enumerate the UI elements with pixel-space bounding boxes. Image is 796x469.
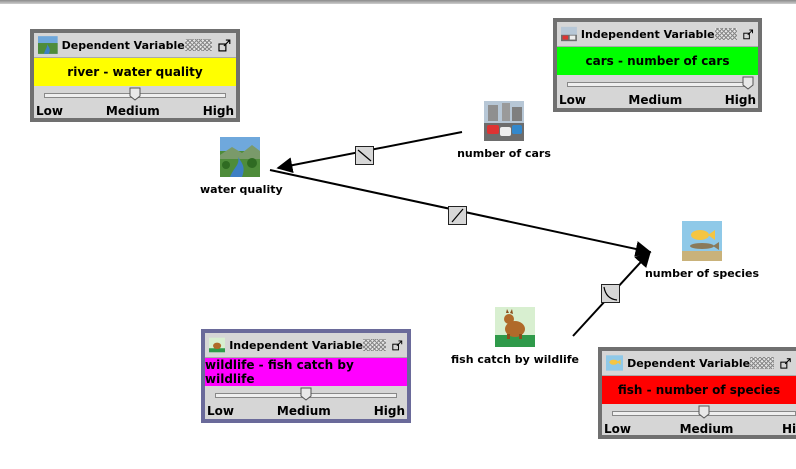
panel-river-water-quality[interactable]: Dependent Variable river - water quality…	[30, 29, 240, 122]
variable-bar: wildlife - fish catch by wildlife	[205, 358, 407, 386]
scale-medium: Medium	[276, 404, 331, 418]
animal-wildlife-icon	[495, 307, 535, 347]
panel-title: Dependent Variable	[627, 356, 751, 370]
river-landscape-icon	[220, 137, 260, 177]
drag-grip[interactable]	[184, 39, 213, 51]
node-number-of-species[interactable]: number of species	[642, 221, 762, 280]
collapse-icon[interactable]	[391, 338, 403, 352]
panel-wildlife-fish-catch[interactable]: Independent Variable wildlife - fish cat…	[201, 329, 411, 423]
panel-header[interactable]: Independent Variable	[557, 22, 758, 47]
variable-bar: fish - number of species	[602, 376, 796, 404]
level-scale: Low Medium High	[34, 104, 236, 120]
fish-icon	[606, 355, 624, 371]
relationship-cars-water[interactable]	[355, 146, 374, 165]
scale-low: Low	[36, 104, 63, 118]
panel-title: Dependent Variable	[61, 38, 185, 52]
variable-name: cars - number of cars	[585, 54, 730, 68]
variable-name: wildlife - fish catch by wildlife	[205, 358, 354, 386]
node-label: water quality	[200, 183, 283, 196]
scale-low: Low	[207, 404, 234, 418]
drag-grip[interactable]	[362, 339, 386, 351]
panel-cars-number-of-cars[interactable]: Independent Variable cars - number of ca…	[553, 18, 762, 112]
panel-fish-number-of-species[interactable]: Dependent Variable fish - number of spec…	[598, 347, 796, 439]
scale-high: High	[781, 422, 796, 436]
scale-medium: Medium	[105, 104, 160, 118]
node-water-quality[interactable]: water quality	[200, 137, 283, 196]
scale-medium: Medium	[679, 422, 734, 436]
node-label: number of species	[644, 267, 760, 280]
node-label: number of cars	[457, 147, 551, 160]
river-landscape-icon	[38, 36, 58, 54]
slider-thumb[interactable]	[698, 405, 710, 419]
panel-header[interactable]: Dependent Variable	[34, 33, 236, 58]
level-scale: Low Medium High	[557, 93, 758, 109]
panel-title: Independent Variable	[229, 338, 363, 352]
scale-low: Low	[604, 422, 631, 436]
level-scale: Low Medium High	[602, 422, 796, 438]
relationship-fishcatch-species[interactable]	[601, 284, 620, 303]
relationship-water-species[interactable]	[448, 206, 467, 225]
increasing-relation-icon	[451, 208, 464, 223]
variable-name: river - water quality	[67, 65, 203, 79]
animal-wildlife-icon	[209, 337, 226, 353]
node-number-of-cars[interactable]: number of cars	[452, 101, 556, 160]
cars-traffic-icon	[484, 101, 524, 141]
level-slider[interactable]	[205, 386, 407, 404]
panel-header[interactable]: Dependent Variable	[602, 351, 796, 376]
cars-traffic-icon	[561, 26, 577, 42]
curved-relation-icon	[603, 286, 618, 301]
variable-bar: river - water quality	[34, 58, 236, 86]
scale-medium: Medium	[628, 93, 683, 107]
variable-bar: cars - number of cars	[557, 47, 758, 75]
scale-high: High	[202, 104, 234, 118]
slider-thumb[interactable]	[129, 87, 141, 101]
level-slider[interactable]	[34, 86, 236, 104]
slider-thumb[interactable]	[742, 76, 754, 90]
window-top-edge	[0, 0, 796, 4]
slider-thumb[interactable]	[300, 387, 312, 401]
panel-header[interactable]: Independent Variable	[205, 333, 407, 358]
variable-name: fish - number of species	[617, 383, 781, 397]
scale-high: High	[724, 93, 756, 107]
panel-title: Independent Variable	[580, 27, 715, 41]
fish-icon	[682, 221, 722, 261]
collapse-icon[interactable]	[780, 356, 792, 370]
scale-high: High	[373, 404, 405, 418]
drag-grip[interactable]	[750, 357, 775, 369]
decreasing-relation-icon	[357, 149, 372, 162]
collapse-icon[interactable]	[218, 38, 232, 52]
node-label: fish catch by wildlife	[451, 353, 579, 366]
level-slider[interactable]	[557, 75, 758, 93]
drag-grip[interactable]	[714, 28, 737, 40]
slider-track[interactable]	[567, 82, 748, 87]
level-slider[interactable]	[602, 404, 796, 422]
collapse-icon[interactable]	[743, 27, 754, 41]
level-scale: Low Medium High	[205, 404, 407, 420]
node-fish-catch-by-wildlife[interactable]: fish catch by wildlife	[450, 307, 580, 366]
scale-low: Low	[559, 93, 586, 107]
